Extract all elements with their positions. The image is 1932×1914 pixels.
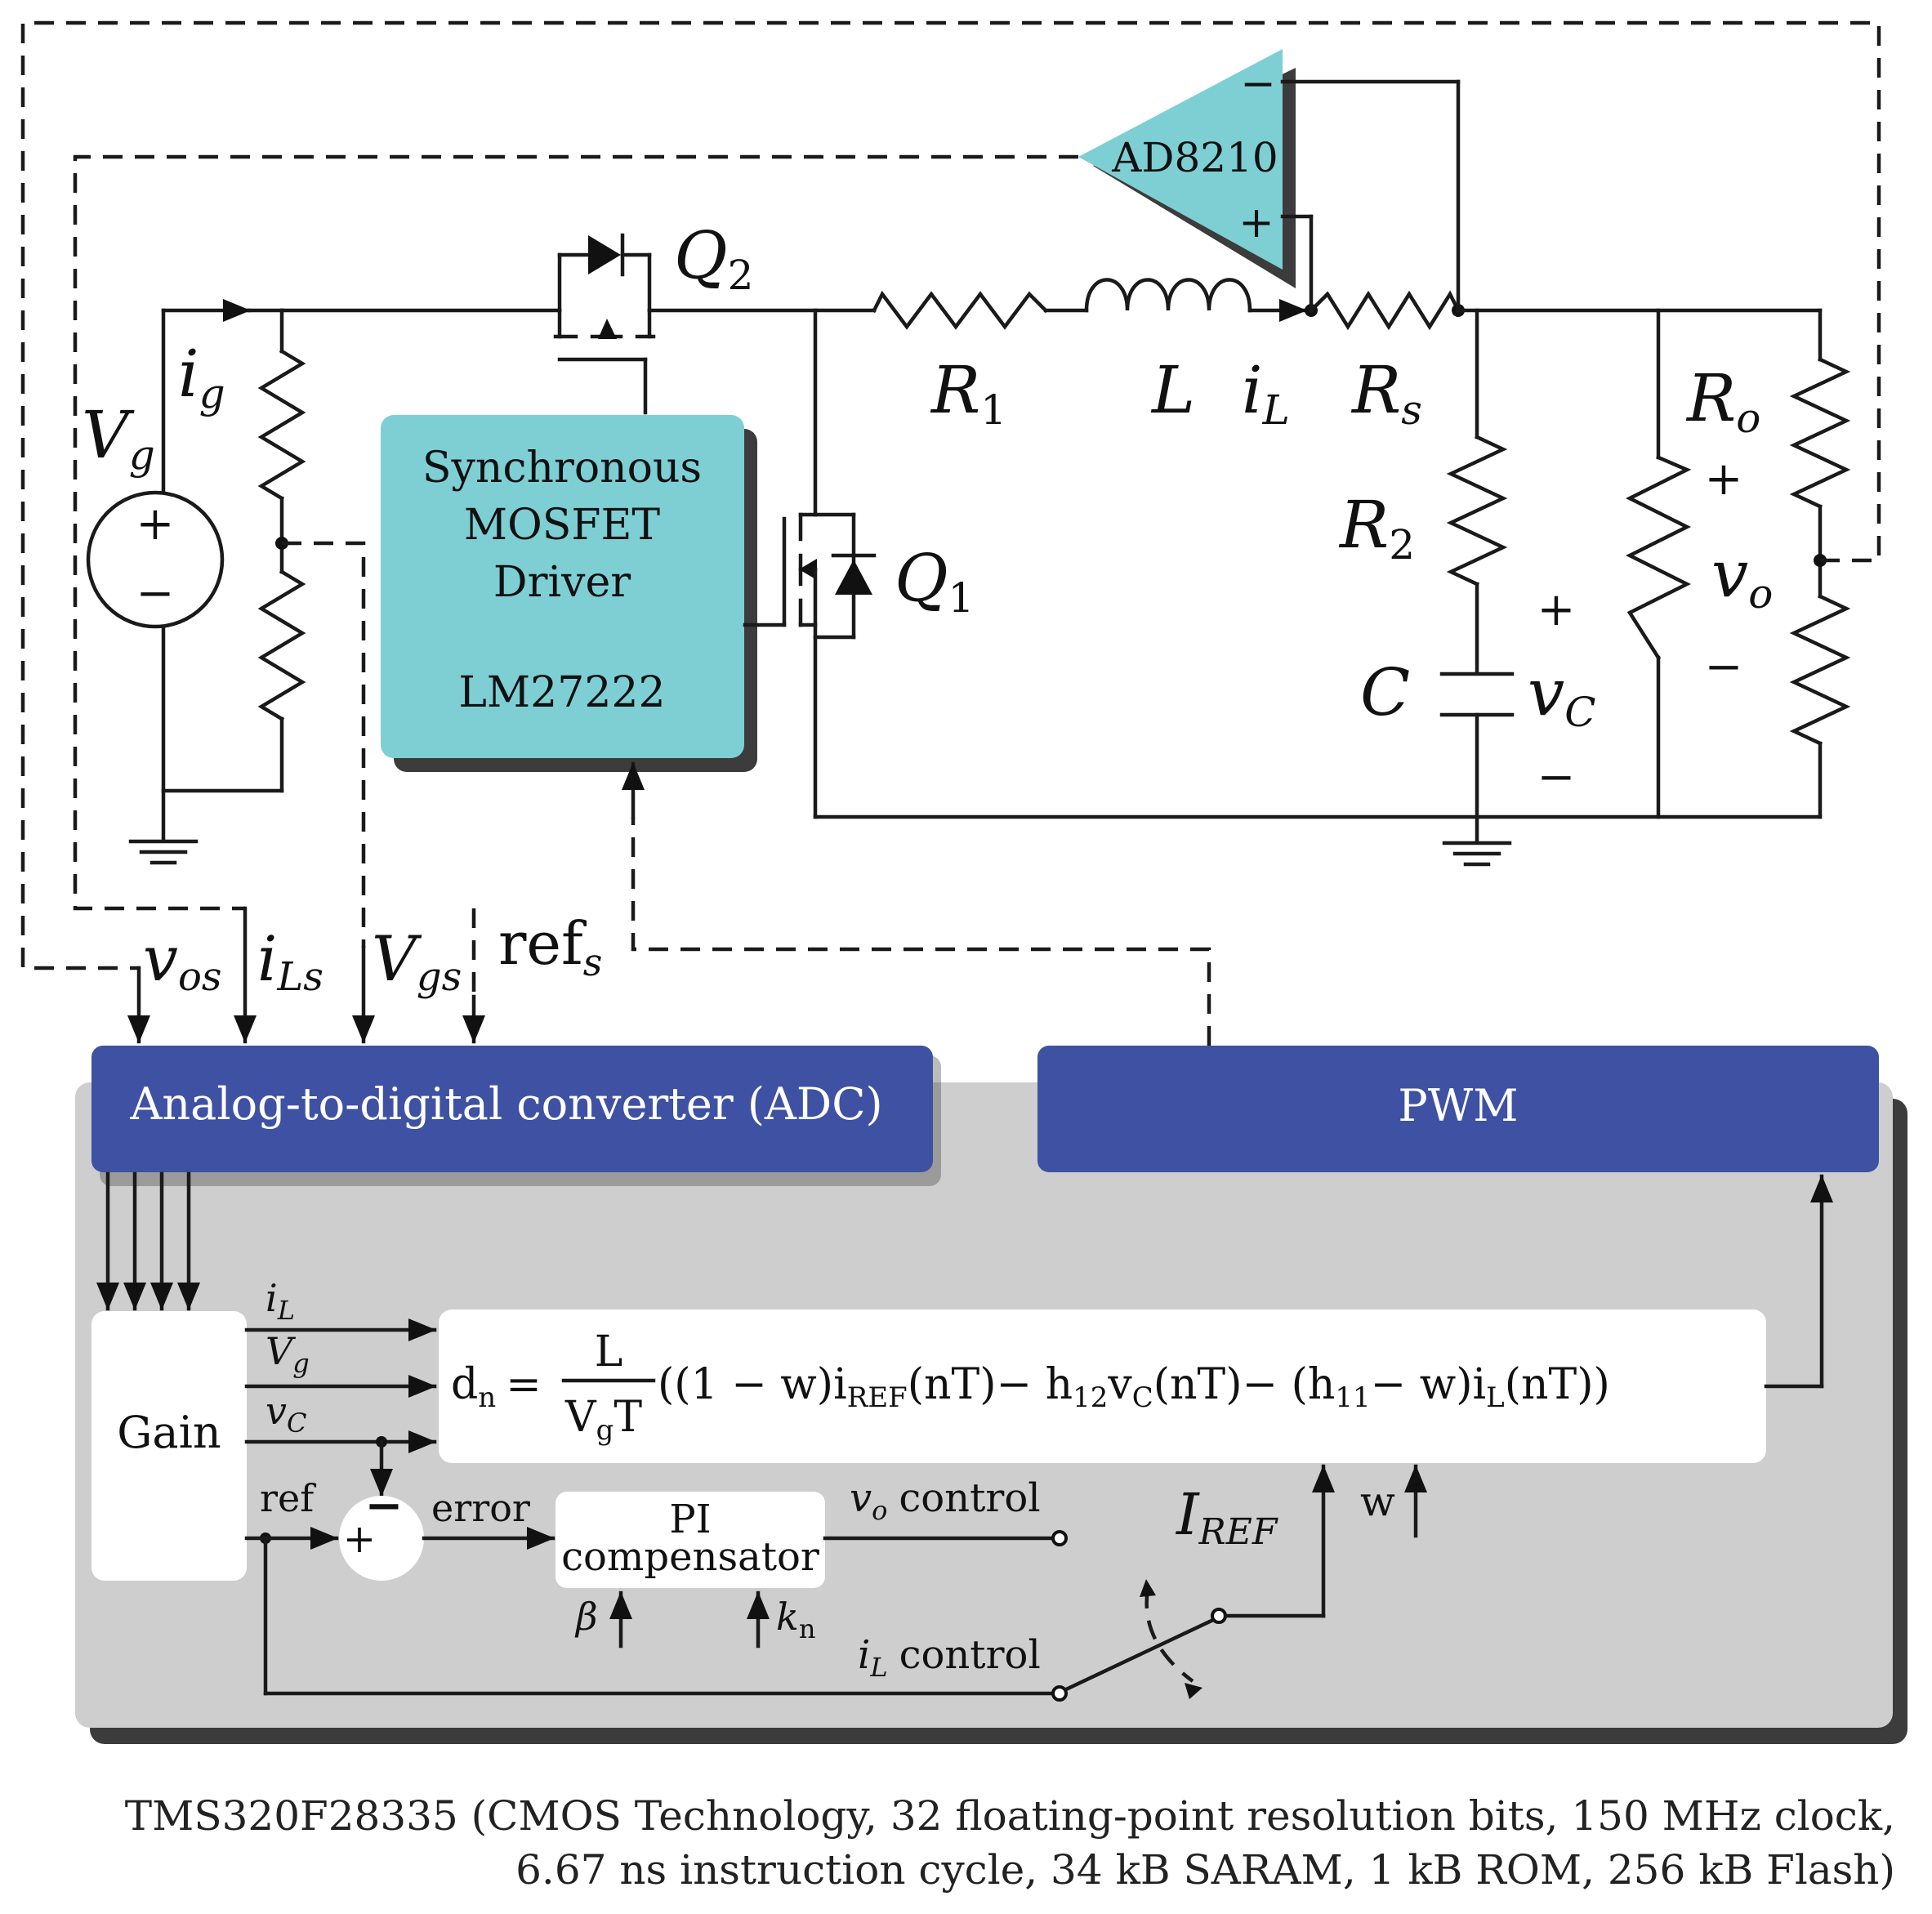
c-label: C (1360, 654, 1410, 730)
mosfet-driver-block: Synchronous MOSFET Driver LM27222 (381, 415, 757, 772)
l-label: L (1150, 352, 1195, 428)
input-voltage-divider (247, 308, 306, 793)
gain-block: Gain (91, 1311, 247, 1581)
w-label: w (1360, 1478, 1395, 1525)
il-label: iL (1242, 352, 1290, 434)
ref-label: ref (260, 1476, 316, 1520)
output-voltage-divider (1789, 308, 1851, 819)
svg-text:MOSFET: MOSFET (464, 501, 661, 550)
ground-symbol-right (1442, 841, 1512, 867)
caption-line-2: 6.67 ns instruction cycle, 34 kB SARAM, … (515, 1846, 1895, 1894)
beta-label: β (574, 1595, 598, 1639)
vg-label: Vg (82, 397, 155, 479)
kn-label: kn (776, 1595, 815, 1644)
voltage-source-vg: + − (86, 490, 225, 629)
refs-label: refs (498, 909, 602, 984)
formula-body: ((1 − w)iREF(nT)− h12vC(nT)− (h11− w)iL(… (658, 1360, 1610, 1414)
gain-label: Gain (117, 1407, 221, 1458)
q1-label: Q1 (895, 540, 974, 622)
q2-label: Q2 (674, 217, 753, 299)
gain-output-wires (244, 1318, 437, 1497)
resistor-rs (1308, 290, 1461, 331)
vgs-label: Vgs (372, 922, 462, 1000)
mosfet-q1 (782, 308, 877, 819)
pi-compensator: PI compensator (556, 1492, 825, 1588)
adc-label: Analog-to-digital converter (ADC) (129, 1078, 882, 1130)
ro-label: Ro (1685, 360, 1760, 442)
adc-block: Analog-to-digital converter (ADC) (91, 1046, 941, 1186)
resistor-r2 (1446, 308, 1508, 674)
ils-label: iLs (257, 922, 323, 1000)
processor-caption: TMS320F28335 (CMOS Technology, 32 floati… (49, 1789, 1895, 1897)
svg-text:+: + (1238, 199, 1274, 248)
vc-plus: + (1537, 583, 1576, 636)
duty-formula-block: dn= L VgT ((1 − w)iREF(nT)− h12vC(nT)− (… (439, 1309, 1766, 1463)
svg-text:+: + (136, 497, 175, 551)
svg-text:Synchronous: Synchronous (422, 444, 702, 493)
svg-text:PI: PI (669, 1497, 711, 1542)
vo-plus: + (1705, 453, 1743, 506)
iref-label: IREF (1175, 1481, 1278, 1553)
inductor-l (1084, 278, 1252, 313)
resistor-r1 (871, 290, 1049, 330)
vos-label: vos (143, 922, 221, 1000)
duty-formula: dn= (451, 1360, 542, 1414)
capacitor-c (1439, 671, 1515, 844)
svg-text:+: + (343, 1516, 376, 1562)
rs-label: Rs (1350, 352, 1422, 434)
ig-label: ig (178, 336, 225, 417)
formula-denominator: VgT (564, 1393, 642, 1447)
mosfet-q2 (553, 233, 656, 415)
r1-label: R1 (930, 352, 1006, 434)
gain-vc-label: vC (265, 1389, 306, 1439)
feedback-paths (20, 20, 1881, 1046)
error-label: error (431, 1486, 530, 1530)
current-sense-amplifier: AD8210 − + (1078, 49, 1296, 288)
svg-text:Driver: Driver (493, 558, 631, 607)
load-resistor-ro (1625, 308, 1692, 819)
gain-vg-label: Vg (265, 1329, 310, 1379)
pwm-block: PWM (1037, 1046, 1879, 1172)
svg-text:compensator: compensator (561, 1534, 819, 1580)
adc-gain-arrows (96, 1171, 200, 1311)
svg-text:AD8210: AD8210 (1111, 134, 1278, 181)
caption-line-1: TMS320F28335 (CMOS Technology, 32 floati… (124, 1792, 1895, 1840)
svg-text:−: − (365, 1479, 404, 1533)
ground-symbol-left (128, 839, 199, 865)
formula-numerator: L (595, 1327, 623, 1376)
svg-text:LM27222: LM27222 (458, 668, 665, 717)
r2-label: R2 (1338, 487, 1415, 569)
pwm-label: PWM (1398, 1080, 1518, 1131)
vo-minus: − (1705, 640, 1743, 694)
svg-text:−: − (1240, 60, 1276, 109)
summing-junction: + − (339, 1479, 424, 1581)
vo-label: vo (1711, 536, 1773, 618)
gain-il-label: iL (265, 1276, 295, 1326)
vc-label: vC (1528, 654, 1595, 736)
svg-text:−: − (136, 567, 175, 620)
vc-minus: − (1537, 751, 1576, 804)
